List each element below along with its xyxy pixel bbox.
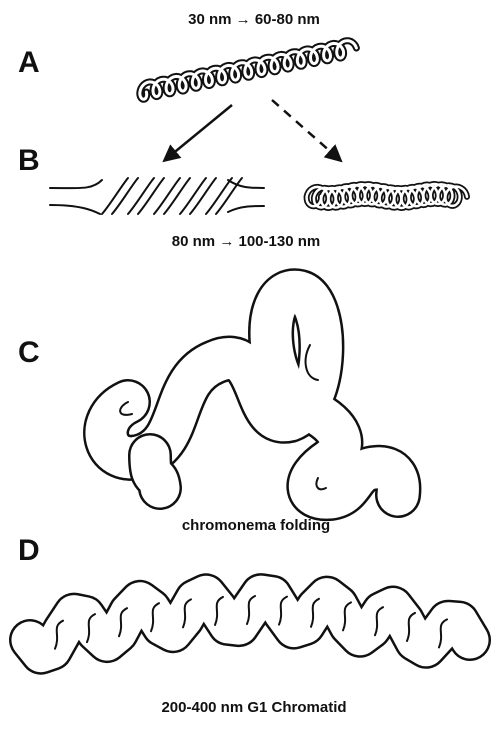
g1-chromatid xyxy=(30,594,470,654)
caption-d: 200-400 nm G1 Chromatid xyxy=(161,699,346,716)
arrow-dashed xyxy=(272,100,340,160)
caption-c: chromonema folding xyxy=(182,517,330,534)
chromonema-tube xyxy=(106,291,398,498)
caption-b: 80 nm → 100-130 nm xyxy=(172,233,320,250)
panel-label-a: A xyxy=(18,46,40,79)
fiber-30nm-coil xyxy=(140,41,357,100)
arrow-solid xyxy=(165,105,232,160)
fiber-twisted-cable xyxy=(50,178,264,214)
caption-a: 30 nm → 60-80 nm xyxy=(188,11,320,28)
fiber-condensed-coil xyxy=(307,184,467,208)
panel-label-c: C xyxy=(18,336,40,369)
panel-label-b: B xyxy=(18,144,40,177)
panel-label-d: D xyxy=(18,534,40,567)
